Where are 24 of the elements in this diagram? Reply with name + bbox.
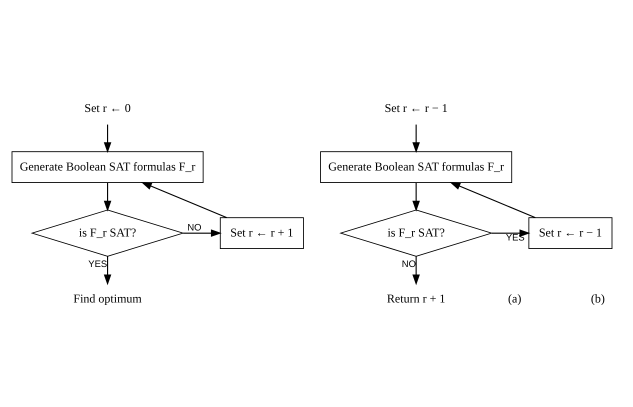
node-box: Set r ← r + 1 (220, 216, 304, 248)
node-text: Set r ← 0 (84, 100, 131, 115)
node-text: Find optimum (73, 290, 142, 305)
edge-label: NO (402, 258, 416, 269)
arrow (412, 182, 420, 212)
edge-label: NO (187, 220, 202, 232)
edge-label: YES (88, 258, 108, 269)
arrow (412, 256, 420, 285)
arrow (450, 181, 536, 218)
arrow (183, 228, 222, 236)
arrow (412, 124, 420, 153)
node-box: Set r ← r − 1 (528, 216, 612, 248)
label: (b) (590, 290, 605, 305)
label: (a) (508, 290, 522, 305)
node-box: Generate Boolean SAT formulas F_r (12, 150, 204, 182)
arrow (141, 181, 227, 218)
node-box: Generate Boolean SAT formulas F_r (320, 150, 512, 182)
arrow (104, 256, 112, 285)
arrow (104, 182, 112, 212)
arrow (104, 124, 112, 153)
node-text: Return r + 1 (386, 290, 446, 305)
node-diamond: is F_r SAT? (339, 209, 494, 256)
node-text: Set r ← r − 1 (384, 100, 448, 115)
node-diamond: is F_r SAT? (30, 209, 184, 256)
